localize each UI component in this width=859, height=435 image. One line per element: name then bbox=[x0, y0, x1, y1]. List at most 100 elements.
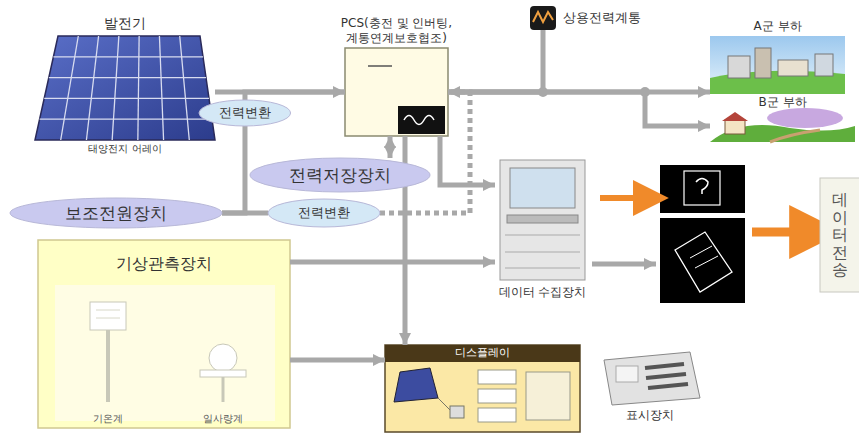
panel-frame bbox=[684, 171, 720, 205]
power-line bbox=[245, 92, 345, 100]
device-line bbox=[695, 256, 718, 268]
collector-monitor bbox=[510, 168, 575, 208]
node-label: 기온계 bbox=[58, 413, 158, 425]
collector-keyboard bbox=[507, 215, 578, 223]
display-panel bbox=[385, 345, 580, 432]
grid-line bbox=[180, 36, 190, 140]
display-item bbox=[478, 389, 516, 403]
node-label: 전력변환 bbox=[298, 205, 350, 221]
sine-wave bbox=[404, 116, 434, 125]
node-caption: 태양전지 어레이 bbox=[15, 143, 235, 155]
building bbox=[815, 54, 833, 76]
grid-icon bbox=[530, 6, 556, 30]
thermometer-shelter bbox=[90, 302, 126, 330]
indicator-bar bbox=[646, 374, 686, 378]
display-header bbox=[385, 345, 580, 362]
solar-array: 발전기태양전지 어레이 bbox=[35, 35, 215, 140]
display-array bbox=[394, 368, 438, 402]
text-holder: 보조전원장치 bbox=[10, 198, 222, 228]
display-item bbox=[478, 370, 516, 384]
converter-ellipse: 전력변환 bbox=[199, 100, 291, 126]
text-holder: 상용전력계통 bbox=[563, 10, 641, 26]
drawer-line bbox=[505, 268, 580, 269]
cloud bbox=[767, 108, 843, 128]
node-label: 발전기 bbox=[35, 15, 215, 32]
building bbox=[755, 48, 771, 78]
weather-box: 기상관측장치기온계일사량계 bbox=[38, 240, 290, 428]
display-box: 디스플레이 bbox=[385, 345, 580, 432]
text-holder: B군 부하 bbox=[710, 95, 855, 109]
text-holder: 기상관측장치 bbox=[38, 254, 290, 273]
grid-line bbox=[86, 36, 98, 140]
storage-ellipse: 전력저장장치 bbox=[250, 158, 430, 192]
solar-panel bbox=[35, 36, 215, 140]
converter-ellipse: 전력변환 bbox=[268, 199, 380, 227]
inverter-icon bbox=[398, 106, 445, 134]
ellipse-fill bbox=[268, 199, 380, 227]
node-label: 데이터전송 bbox=[832, 191, 848, 279]
text-holder: 데이터 수집장치 bbox=[475, 285, 610, 299]
text-holder: 전력저장장치 bbox=[250, 158, 430, 192]
text-holder: PCS(충전 및 인버팅, 계통연계보호협조) bbox=[329, 16, 464, 45]
data-arrow bbox=[592, 262, 656, 267]
device-line bbox=[690, 246, 712, 258]
power-line bbox=[440, 136, 495, 185]
grid-line bbox=[61, 36, 79, 140]
power-line bbox=[222, 126, 245, 213]
grid-line bbox=[49, 77, 206, 78]
node-label: 기상관측장치 bbox=[38, 254, 290, 273]
house-roof bbox=[722, 112, 748, 121]
building bbox=[778, 60, 808, 76]
pyranometer-stand bbox=[222, 377, 225, 402]
drawer-line bbox=[505, 252, 580, 253]
road bbox=[770, 130, 820, 142]
grid-icon-node: 상용전력계통 bbox=[530, 6, 556, 30]
building bbox=[728, 56, 750, 78]
grid-line bbox=[138, 36, 139, 140]
text-holder: 디스플레이 bbox=[385, 346, 580, 359]
power-line bbox=[290, 358, 385, 363]
pyranometer-dome bbox=[209, 344, 237, 372]
display-box bbox=[450, 406, 464, 418]
text-holder: 데이터전송 bbox=[820, 178, 859, 292]
text-holder: 태양전지 어레이 bbox=[15, 143, 235, 155]
power-line bbox=[290, 260, 495, 265]
weather-inner bbox=[55, 285, 275, 421]
power-line bbox=[448, 30, 543, 92]
grid-line bbox=[112, 36, 119, 140]
data-collector: 데이터 수집장치 bbox=[495, 158, 590, 282]
display-item bbox=[478, 408, 516, 422]
indicator-bar bbox=[648, 384, 688, 388]
grid-line bbox=[44, 98, 209, 99]
thermometer-post bbox=[106, 330, 110, 402]
indicator-device: 표시장치 bbox=[600, 352, 700, 405]
text-holder: A군 부하 bbox=[710, 19, 845, 33]
panel-icon bbox=[696, 179, 708, 195]
ellipse-fill bbox=[250, 158, 430, 192]
drawer-line bbox=[505, 235, 580, 236]
load-group: B군 부하 bbox=[710, 112, 855, 142]
shelter-slat bbox=[96, 310, 120, 311]
black-panel bbox=[660, 165, 745, 213]
grid-zigzag bbox=[533, 12, 553, 22]
text-holder: 일사량계 bbox=[158, 413, 288, 425]
load-group: A군 부하 bbox=[710, 36, 845, 94]
transmit-box: 데이터전송 bbox=[820, 178, 859, 292]
ellipse-fill bbox=[199, 100, 291, 126]
grid-line bbox=[159, 36, 163, 140]
text-holder: 발전기 bbox=[35, 15, 215, 32]
node-label: 상용전력계통 bbox=[563, 10, 641, 26]
power-line bbox=[222, 211, 268, 216]
flow-arrow bbox=[752, 228, 800, 237]
display-chart bbox=[526, 372, 570, 420]
node-label: PCS(충전 및 인버팅, 계통연계보호협조) bbox=[329, 16, 464, 45]
node-label: B군 부하 bbox=[710, 95, 855, 109]
power-line bbox=[380, 92, 470, 213]
node-label: A군 부하 bbox=[710, 19, 845, 33]
node-label: 표시장치 bbox=[580, 408, 720, 422]
aux-power-ellipse: 보조전원장치 bbox=[10, 198, 222, 228]
node-label: 전력변환 bbox=[219, 105, 271, 121]
instrument: 기온계 bbox=[78, 295, 138, 410]
ellipse-fill bbox=[10, 198, 222, 228]
